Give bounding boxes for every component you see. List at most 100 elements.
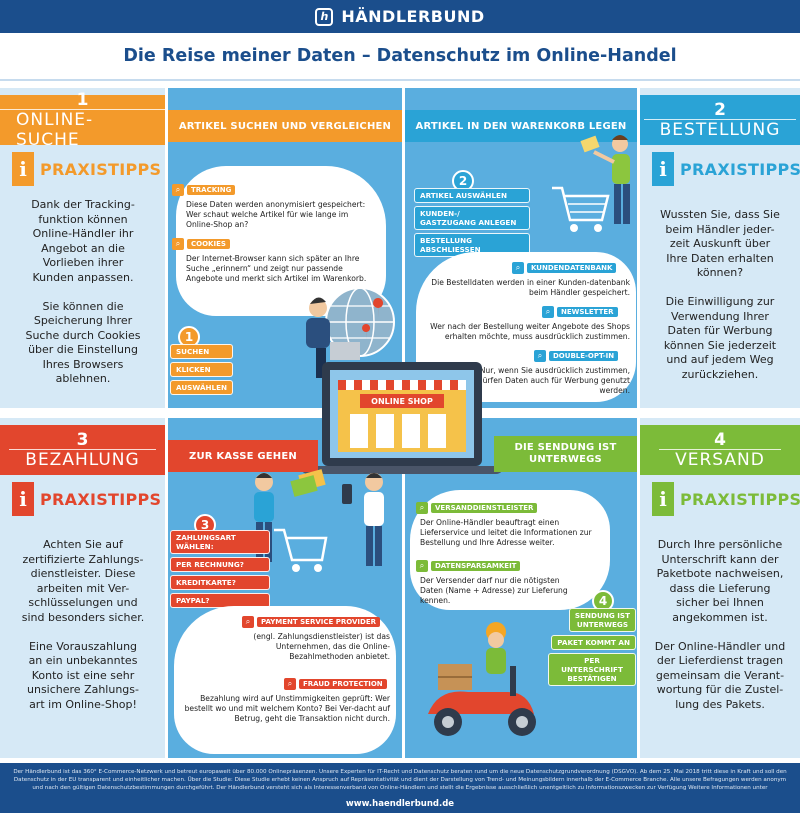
info-icon: i (652, 482, 674, 516)
shop-sign: ONLINE SHOP (360, 394, 444, 408)
datensparsamkeit-tag: ⌕ DATENSPARSAMKEIT (416, 560, 521, 572)
magnifier-icon: ⌕ (542, 306, 554, 318)
fraud-label: FRAUD PROTECTION (299, 679, 387, 689)
q3-steps: ZAHLUNGSART WÄHLEN: PER RECHNUNG? KREDIT… (170, 530, 270, 608)
kundendatenbank-label: KUNDENDATENBANK (527, 263, 617, 273)
magnifier-icon: ⌕ (534, 350, 546, 362)
haendlerbund-logo-icon: ℎ (315, 7, 334, 26)
q3-step-invoice: PER RECHNUNG? (170, 557, 270, 572)
step1-label: ONLINE-SUCHE (0, 108, 165, 150)
cookies-tag: ⌕ COOKIES (172, 238, 230, 250)
magnifier-icon: ⌕ (172, 184, 184, 196)
step4-header: 4 VERSAND (640, 425, 800, 475)
magnifier-icon: ⌕ (416, 502, 428, 514)
q4-step-sign: PER UNTERSCHRIFT BESTÄTIGEN (548, 653, 636, 686)
delivery-scooter-illustration (428, 622, 536, 736)
step3-header: 3 BEZAHLUNG (0, 425, 165, 475)
versanddienstleister-tag: ⌕ VERSANDDIENSTLEISTER (416, 502, 538, 514)
step2-header: 2 BESTELLUNG (640, 95, 800, 145)
shop-awning (338, 380, 466, 390)
q4-title-banner: DIE SENDUNG IST UNTERWEGS (494, 436, 637, 472)
step2-label: BESTELLUNG (643, 118, 797, 140)
step2-tips-heading: i PRAXISTIPPS (652, 152, 800, 186)
top-brand-bar: ℎ HÄNDLERBUND (0, 0, 800, 33)
q2-title-banner: ARTIKEL IN DEN WARENKORB LEGEN (405, 110, 637, 142)
step1-number: 1 (76, 89, 89, 110)
q2-steps: ARTIKEL AUSWÄHLEN KUNDEN-/ GASTZUGANG AN… (414, 188, 530, 257)
q3-title: ZUR KASSE GEHEN (189, 450, 297, 462)
versanddienstleister-text: Der Online-Händler beauftragt einen Lief… (420, 518, 592, 547)
magnifier-icon: ⌕ (512, 262, 524, 274)
cookies-label: COOKIES (187, 239, 230, 249)
shopping-cart-illustration (552, 135, 630, 232)
info-icon: i (12, 152, 34, 186)
step2-number: 2 (714, 99, 726, 120)
versanddienstleister-label: VERSANDDIENSTLEISTER (431, 503, 538, 513)
datensparsamkeit-label: DATENSPARSAMKEIT (431, 561, 521, 571)
step3-number: 3 (76, 429, 89, 450)
page-title: Die Reise meiner Daten – Datenschutz im … (123, 46, 677, 66)
info-icon: i (652, 152, 674, 186)
brand-name: HÄNDLERBUND (341, 7, 485, 26)
step4-tip-text: Durch Ihre persönliche Unterschrift kann… (654, 538, 786, 711)
q1-step-search: SUCHEN (170, 344, 234, 359)
psp-tag: ⌕ PAYMENT SERVICE PROVIDER (242, 616, 381, 628)
fraud-tag: ⌕ FRAUD PROTECTION (284, 678, 387, 690)
step4-tips-heading: i PRAXISTIPPS (652, 482, 800, 516)
q1-step-click: KLICKEN (170, 362, 234, 377)
q2-title: ARTIKEL IN DEN WARENKORB LEGEN (415, 120, 627, 132)
globe-user-illustration (306, 287, 395, 378)
step3-tips-heading: i PRAXISTIPPS (12, 482, 161, 516)
q3-step-choose-payment: ZAHLUNGSART WÄHLEN: (170, 530, 270, 554)
q4-title: DIE SENDUNG IST UNTERWEGS (514, 442, 617, 465)
step3-tip-text: Achten Sie auf zertifizierte Zahlungs- d… (21, 538, 145, 711)
q2-step-create-account: KUNDEN-/ GASTZUGANG ANLEGEN (414, 206, 530, 230)
footer: Der Händlerbund ist das 360° E-Commerce-… (0, 763, 800, 813)
q1-title: ARTIKEL SUCHEN UND VERGLEICHEN (178, 120, 392, 132)
q2-step-select-article: ARTIKEL AUSWÄHLEN (414, 188, 530, 203)
kundendatenbank-tag: ⌕ KUNDENDATENBANK (512, 262, 617, 274)
step1-tip-text: Dank der Tracking- funktion können Onlin… (25, 198, 141, 385)
step1-tips-heading: i PRAXISTIPPS (12, 152, 161, 186)
footer-url[interactable]: www.haendlerbund.de (345, 799, 455, 809)
newsletter-text: Wer nach der Bestellung weiter Angebote … (430, 322, 630, 341)
double-opt-in-text: Nur, wenn Sie ausdrücklich zustimmen, dü… (477, 366, 630, 395)
magnifier-icon: ⌕ (284, 678, 296, 690)
footer-text: Der Händlerbund ist das 360° E-Commerce-… (13, 769, 787, 791)
tips-title: PRAXISTIPPS (680, 489, 800, 509)
psp-label: PAYMENT SERVICE PROVIDER (257, 617, 381, 627)
newsletter-tag: ⌕ NEWSLETTER (542, 306, 618, 318)
step1-header: 1 ONLINE-SUCHE (0, 91, 165, 150)
q4-step-arrives: PAKET KOMMT AN (551, 635, 636, 650)
datensparsamkeit-text: Der Versender darf nur die nötigsten Dat… (420, 576, 568, 605)
magnifier-icon: ⌕ (242, 616, 254, 628)
magnifier-icon: ⌕ (172, 238, 184, 250)
tips-title: PRAXISTIPPS (680, 159, 800, 179)
q4-steps: SENDUNG IST UNTERWEGS PAKET KOMMT AN PER… (548, 608, 636, 686)
q1-step-select: AUSWÄHLEN (170, 380, 234, 395)
step3-label: BEZAHLUNG (9, 448, 156, 470)
tips-title: PRAXISTIPPS (40, 489, 162, 509)
tracking-tag: ⌕ TRACKING (172, 184, 236, 196)
newsletter-label: NEWSLETTER (557, 307, 618, 317)
fraud-text: Bezahlung wird auf Unstimmigkeiten geprü… (184, 694, 390, 723)
psp-text: (engl. Zahlungsdienstleister) ist das Un… (253, 632, 390, 661)
double-opt-in-tag: ⌕ DOUBLE-OPT-IN (534, 350, 619, 362)
q3-step-credit-card: KREDITKARTE? (170, 575, 270, 590)
kundendatenbank-text: Die Bestelldaten werden in einer Kunden-… (431, 278, 630, 297)
title-divider (0, 79, 800, 81)
tips-title: PRAXISTIPPS (40, 159, 162, 179)
double-opt-in-label: DOUBLE-OPT-IN (549, 351, 619, 361)
info-icon: i (12, 482, 34, 516)
step2-tip-text: Wussten Sie, dass Sie beim Händler jeder… (660, 208, 780, 381)
tracking-text: Diese Daten werden anonymisiert gespeich… (186, 200, 366, 229)
q3-title-banner: ZUR KASSE GEHEN (168, 440, 318, 472)
tracking-label: TRACKING (187, 185, 236, 195)
cookies-text: Der Internet-Browser kann sich später an… (186, 254, 367, 283)
magnifier-icon: ⌕ (416, 560, 428, 572)
shop-windows (350, 414, 454, 448)
q1-steps: SUCHEN KLICKEN AUSWÄHLEN (170, 344, 234, 395)
q1-title-banner: ARTIKEL SUCHEN UND VERGLEICHEN (168, 110, 402, 142)
step4-label: VERSAND (659, 448, 781, 470)
step4-number: 4 (714, 429, 726, 450)
